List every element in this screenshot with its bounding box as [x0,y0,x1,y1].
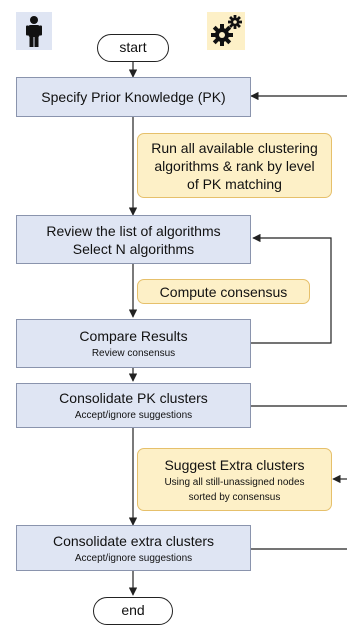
note-sub-line: Using all still-unassigned nodes [164,476,305,488]
note-run-clustering: Run all available clustering algorithms … [137,133,332,198]
user-lane-icon [16,12,52,50]
note-title: Suggest Extra clusters [164,456,305,473]
step-compare-results: Compare Results Review consensus [16,319,251,368]
gears-icon [211,15,242,46]
step-title: Review the list of algorithms [46,222,221,239]
start-label: start [119,39,147,55]
note-line: Compute consensus [159,283,288,300]
step-subtitle: Review consensus [91,348,176,359]
note-line: algorithms & rank by level [154,157,315,174]
note-line: Run all available clustering [151,139,318,156]
step-title: Specify Prior Knowledge (PK) [41,89,226,105]
step-subtitle: Accept/ignore suggestions [74,552,193,564]
person-icon [26,16,42,47]
loop-compare-to-review [251,233,332,344]
end-label: end [121,602,145,618]
step-title: Consolidate extra clusters [52,532,215,549]
end-terminal: end [93,597,173,625]
step-specify-prior-knowledge: Specify Prior Knowledge (PK) [16,77,251,117]
note-sub-line: sorted by consensus [188,491,281,503]
step-review-algorithms: Review the list of algorithms Select N a… [16,215,251,264]
step-title: Consolidate PK clusters [59,390,208,406]
note-line: of PK matching [187,175,282,192]
note-suggest-extra-clusters: Suggest Extra clusters Using all still-u… [137,448,332,511]
system-lane-icon [207,12,245,50]
step-consolidate-extra-clusters: Consolidate extra clusters Accept/ignore… [16,525,251,571]
step-title: Compare Results [79,328,188,344]
step-subtitle: Accept/ignore suggestions [74,410,193,421]
step-consolidate-pk-clusters: Consolidate PK clusters Accept/ignore su… [16,383,251,428]
step-title-line2: Select N algorithms [72,240,195,257]
start-terminal: start [97,34,169,62]
note-compute-consensus: Compute consensus [137,279,310,304]
